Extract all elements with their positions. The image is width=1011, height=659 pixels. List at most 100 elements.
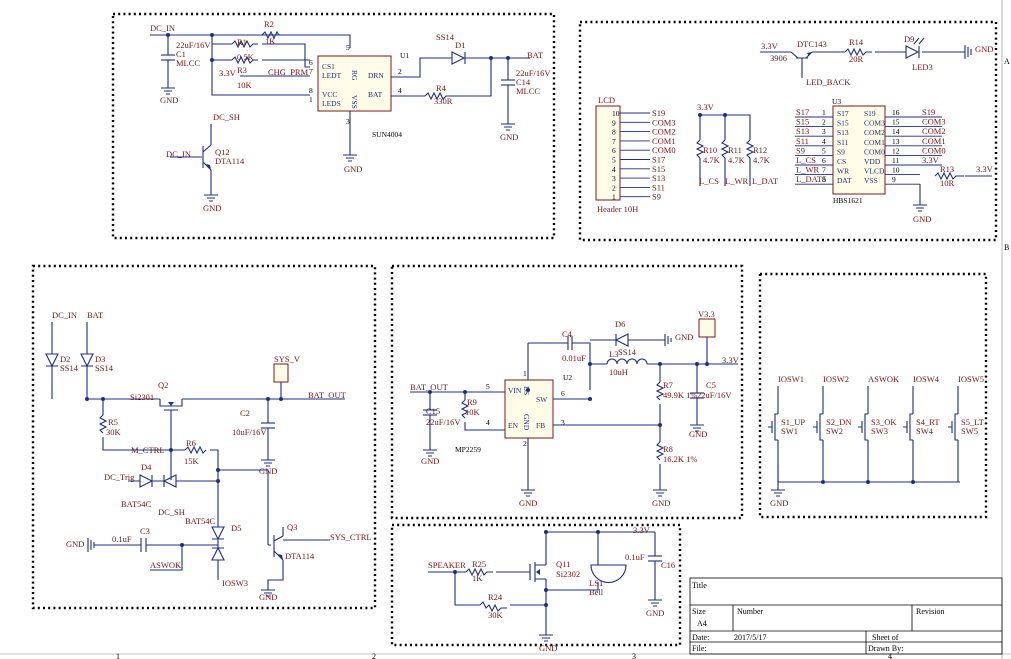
- charger-3v3: 3.3V: [219, 68, 237, 78]
- net-l-cs: L_CS: [699, 176, 719, 186]
- lcd-3v3: 3.3V: [697, 102, 715, 112]
- u3-right-pin-name: COM0: [864, 147, 885, 156]
- d5-ref: D5: [231, 523, 241, 533]
- lcd-header-pin-number: 10: [612, 109, 620, 118]
- c3-gnd: GND: [66, 539, 84, 549]
- c14-ref: C14: [516, 77, 531, 87]
- border-mark-3: 3: [632, 652, 636, 659]
- u3-left-net-label: S13: [796, 126, 809, 136]
- c1-value: 22uF/16V: [176, 40, 211, 50]
- switch-contact: [813, 413, 823, 441]
- net-iosw3: IOSW3: [222, 578, 248, 588]
- u3-right-pin-number: 12: [892, 146, 900, 155]
- net-bat-out-boost: BAT_OUT: [410, 382, 449, 392]
- lcd-header-net-label: S17: [652, 155, 665, 165]
- u2-part: MP2259: [455, 445, 481, 454]
- ground-symbol: [261, 589, 275, 597]
- lcd-header-net-label: S9: [652, 192, 661, 202]
- u2-pin-sw: SW: [536, 395, 548, 404]
- sheet-label: Sheet of: [872, 633, 899, 642]
- r12-value: 4.7K: [753, 155, 771, 165]
- ground-symbol: [204, 194, 218, 202]
- lcd-header-pin-number: 9: [612, 118, 616, 127]
- u1-pin-bat: BAT: [368, 90, 383, 99]
- q3-gnd: GND: [259, 592, 277, 602]
- junction-dot: [698, 113, 702, 117]
- q2-part: Si2301: [130, 392, 154, 402]
- u1-pin5: 5: [346, 43, 350, 52]
- c15-gnd: GND: [421, 456, 439, 466]
- switch-ref: SW1: [781, 426, 798, 436]
- lcd-header-net-label: S19: [652, 108, 665, 118]
- c1-gnd: GND: [160, 95, 178, 105]
- net-aswok-c3: ASWOK: [150, 560, 182, 570]
- c16-gnd: GND: [646, 608, 664, 618]
- net-dc-in: DC_IN: [150, 23, 175, 33]
- junction-dot: [821, 480, 825, 484]
- border-mark-b: B: [1004, 243, 1009, 252]
- u1-pin-vcc: VCC: [322, 90, 337, 99]
- c14-gnd: GND: [500, 132, 518, 142]
- lcd-header-net-label: COM1: [652, 136, 676, 146]
- junction-dot: [723, 113, 727, 117]
- lcd-header-pin-number: 1: [612, 193, 616, 202]
- u2-pin-vin: VIN: [508, 386, 522, 395]
- junction-dot: [453, 570, 457, 574]
- net-led-back: LED_BACK: [806, 77, 851, 87]
- d5-part: BAT54C: [185, 516, 216, 526]
- q12-gnd: GND: [203, 203, 221, 213]
- u3-left-pin-number: 7: [822, 166, 826, 175]
- switch-net-label: ASWOK: [868, 374, 900, 384]
- l3-ref: L3: [609, 349, 618, 359]
- net-dc-trig: DC_Trig: [104, 472, 135, 482]
- d9-gnd: GND: [975, 44, 993, 54]
- q3-part: DTA114: [285, 551, 315, 561]
- u3-left-pin-name: S17: [837, 109, 849, 118]
- lcd-header-pin-number: 2: [612, 183, 616, 192]
- u3-left-pin-name: S15: [837, 119, 849, 128]
- r10-value: 4.7K: [703, 155, 721, 165]
- u3-left-pin-name: S11: [837, 138, 849, 147]
- dtc143-value: 3906: [770, 53, 787, 63]
- r13-ref: R13: [940, 164, 954, 174]
- junction-dot: [166, 33, 170, 37]
- r8-ref: R8: [663, 444, 673, 454]
- junction-dot: [705, 362, 709, 366]
- u1-chip: [317, 55, 392, 112]
- ground-symbol: [261, 459, 275, 467]
- ls1-ref: LS1: [589, 578, 603, 588]
- boost-3v3: 3.3V: [722, 355, 740, 365]
- net-l-dat: L_DAT: [752, 176, 779, 186]
- switch-net-label: IOSW1: [778, 374, 804, 384]
- u3-right-pin-name: COM1: [864, 138, 885, 147]
- sys-v-testpoint: [273, 363, 289, 383]
- charger-block: DC_IN 22uF/16V C1 MLCC GND R2 1K R1 0.5K…: [111, 12, 556, 240]
- u3-left-pin-number: 6: [822, 156, 826, 165]
- junction-dot: [596, 530, 600, 534]
- switch-group: IOSW1S1_UPSW1IOSW2S2_DNSW2ASWOKS3_OKSW3I…: [768, 374, 985, 482]
- title-label: Title: [692, 581, 707, 590]
- c5-value: 22uF/16V: [697, 390, 732, 400]
- junction-dot: [279, 397, 283, 401]
- v33-tp-label: V3.3: [698, 309, 715, 319]
- file-label: File:: [692, 644, 707, 653]
- r5-ref: R5: [108, 417, 118, 427]
- junction-dot: [544, 530, 548, 534]
- c14-type: MLCC: [516, 86, 540, 96]
- switch-label: S3_OK: [871, 417, 897, 427]
- r7-ref: R7: [663, 380, 673, 390]
- lcd-header-pin-number: 5: [612, 156, 616, 165]
- d4-ref: D4: [141, 462, 152, 472]
- border-mark-1: 1: [116, 652, 120, 659]
- u3-left-pin-number: 3: [822, 127, 826, 136]
- u3-right-pin-name: VDD: [864, 157, 881, 166]
- u3-left-pin-name: S9: [837, 147, 845, 156]
- c3-value: 0.1uF: [112, 534, 132, 544]
- u3-right-net-label: COM2: [922, 126, 946, 136]
- u1-pin8: 8: [309, 86, 313, 95]
- r2-ref: R2: [264, 19, 274, 29]
- net-dc-in-d2: DC_IN: [52, 310, 77, 320]
